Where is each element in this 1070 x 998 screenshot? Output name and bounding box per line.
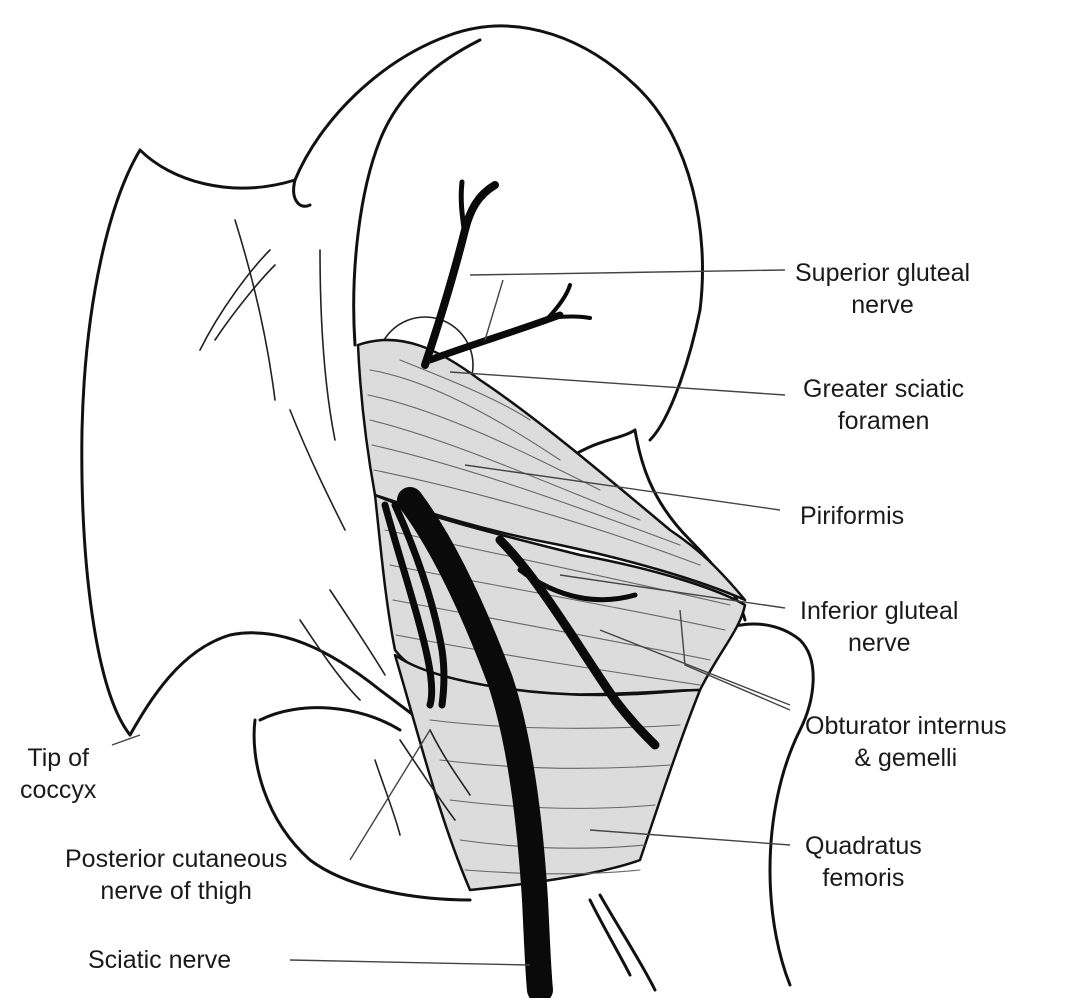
ilium-crest-fold xyxy=(294,180,310,206)
superior-gluteal-nerve-lower-branch xyxy=(430,315,560,360)
label-posterior-cutaneous-nerve: Posterior cutaneous nerve of thigh xyxy=(65,843,287,907)
label-inferior-gluteal-nerve: Inferior gluteal nerve xyxy=(800,595,958,659)
leader-tip-of-coccyx xyxy=(112,735,140,745)
label-quadratus-femoris: Quadratus femoris xyxy=(805,830,922,894)
pubic-ramus-outline xyxy=(260,708,400,730)
label-text: nerve of thigh xyxy=(65,875,287,907)
label-piriformis: Piriformis xyxy=(800,500,904,532)
label-text: Tip of xyxy=(20,742,96,774)
leader-sciatic-nerve xyxy=(290,960,530,965)
femur-shaft-outline xyxy=(600,895,655,990)
label-text: Sciatic nerve xyxy=(88,944,231,976)
label-text: coccyx xyxy=(20,774,96,806)
label-superior-gluteal-nerve: Superior gluteal nerve xyxy=(795,257,970,321)
label-text: nerve xyxy=(800,627,958,659)
label-text: foramen xyxy=(803,405,964,437)
label-text: Obturator internus xyxy=(805,710,1007,742)
label-text: femoris xyxy=(805,862,922,894)
leader-greater-sciatic-foramen xyxy=(450,372,785,395)
label-obturator-internus-gemelli: Obturator internus & gemelli xyxy=(805,710,1007,774)
leader-superior-gluteal-2 xyxy=(485,280,503,340)
label-tip-of-coccyx: Tip of coccyx xyxy=(20,742,96,806)
leader-superior-gluteal xyxy=(470,270,785,275)
label-text: nerve xyxy=(795,289,970,321)
label-text: Greater sciatic xyxy=(803,373,964,405)
label-text: Inferior gluteal xyxy=(800,595,958,627)
label-text: Piriformis xyxy=(800,500,904,532)
label-sciatic-nerve: Sciatic nerve xyxy=(88,944,231,976)
label-text: & gemelli xyxy=(805,742,1007,774)
leader-posterior-cutaneous xyxy=(350,730,430,860)
label-greater-sciatic-foramen: Greater sciatic foramen xyxy=(803,373,964,437)
label-text: Quadratus xyxy=(805,830,922,862)
greater-trochanter-outline xyxy=(695,624,813,985)
superior-gluteal-nerve-upper-branch xyxy=(461,182,465,235)
label-text: Superior gluteal xyxy=(795,257,970,289)
superior-gluteal-nerve-twig-2 xyxy=(548,317,590,319)
label-text: Posterior cutaneous xyxy=(65,843,287,875)
